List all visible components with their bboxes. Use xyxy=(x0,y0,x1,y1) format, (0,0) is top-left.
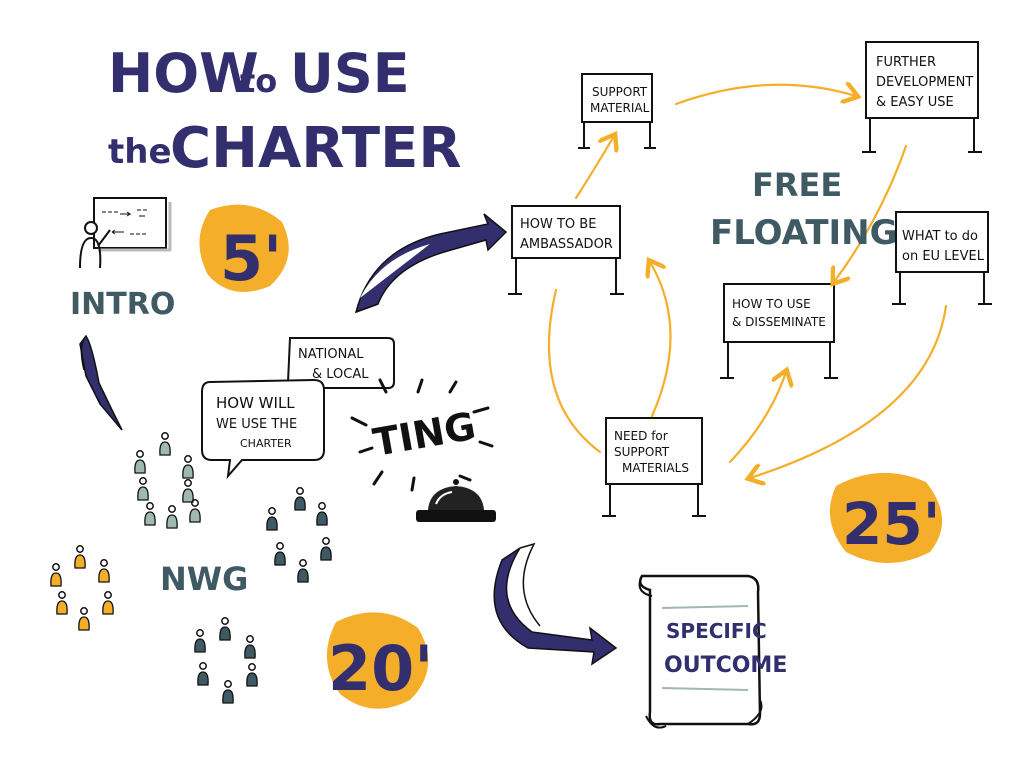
need-line3: MATERIALS xyxy=(622,461,689,475)
nwg-group-teal xyxy=(266,487,332,583)
outcome-line1: SPECIFIC xyxy=(666,619,767,643)
title-to: to xyxy=(240,62,277,100)
nwg-group-sage xyxy=(134,432,201,529)
further-line1: FURTHER xyxy=(876,55,936,70)
intro-duration-badge: 5' xyxy=(199,204,289,295)
bubble-how-will-line1: HOW WILL xyxy=(216,394,295,412)
title-the: the xyxy=(108,132,172,172)
nwg-group-yellow xyxy=(50,545,114,631)
intro-to-nwg-arrow xyxy=(79,334,123,431)
intro-label: INTRO xyxy=(70,287,175,322)
bubble-how-will-line3: CHARTER xyxy=(240,437,292,450)
specific-outcome-scroll: SPECIFIC OUTCOME xyxy=(638,574,787,729)
bubble-national-line1: NATIONAL xyxy=(298,347,364,362)
nwg-label: NWG xyxy=(160,560,248,598)
bubble-how-will-line2: WE USE THE xyxy=(216,417,297,432)
outcome-line2: OUTCOME xyxy=(664,653,787,678)
free-floating-connectors xyxy=(547,85,948,478)
bubble-national-line2: & LOCAL xyxy=(312,367,369,382)
sign-support-material: SUPPORT MATERIAL xyxy=(578,73,656,149)
sign-how-to-be-ambassador: HOW TO BE AMBASSADOR xyxy=(508,205,624,295)
nwg-group-dark xyxy=(194,617,258,704)
ambassador-line1: HOW TO BE xyxy=(520,217,596,232)
free-floating-line1: FREE xyxy=(752,166,842,204)
further-line3: & EASY USE xyxy=(876,95,954,110)
further-line2: DEVELOPMENT xyxy=(876,75,973,90)
intro-presenter xyxy=(79,197,172,269)
free-floating-duration-badge: 25' xyxy=(829,472,943,563)
sign-need-for-support: NEED for SUPPORT MATERIALS xyxy=(602,417,706,517)
nwg-to-free-floating-arrow xyxy=(354,213,508,314)
title-use: USE xyxy=(290,42,410,105)
ting-text: TING xyxy=(370,404,479,465)
sign-how-to-use-disseminate: HOW TO USE & DISSEMINATE xyxy=(720,283,838,379)
disseminate-line1: HOW TO USE xyxy=(732,297,811,311)
free-floating-line2: FLOATING xyxy=(710,213,898,253)
free-floating-duration: 25' xyxy=(842,490,940,558)
sign-further-development: FURTHER DEVELOPMENT & EASY USE xyxy=(862,41,982,153)
need-line2: SUPPORT xyxy=(614,445,670,459)
page-title: HOW to USE the CHARTER xyxy=(108,42,461,181)
support-material-line1: SUPPORT xyxy=(592,85,648,99)
nwg-duration-badge: 20' xyxy=(326,612,433,709)
title-charter: CHARTER xyxy=(170,116,461,181)
sign-what-to-do-eu: WHAT to do on EU LEVEL xyxy=(892,211,992,305)
eu-level-line1: WHAT to do xyxy=(902,229,978,244)
disseminate-line2: & DISSEMINATE xyxy=(732,315,826,329)
need-line1: NEED for xyxy=(614,429,668,443)
support-material-line2: MATERIAL xyxy=(590,101,650,115)
eu-level-line2: on EU LEVEL xyxy=(902,249,985,264)
intro-duration: 5' xyxy=(220,222,282,295)
to-outcome-arrow xyxy=(493,547,618,666)
ambassador-line2: AMBASSADOR xyxy=(520,237,613,252)
bell-icon: TING xyxy=(350,378,496,522)
bubble-how-will-we: HOW WILL WE USE THE CHARTER xyxy=(201,378,325,480)
nwg-duration: 20' xyxy=(328,632,433,705)
title-how: HOW xyxy=(108,42,259,105)
